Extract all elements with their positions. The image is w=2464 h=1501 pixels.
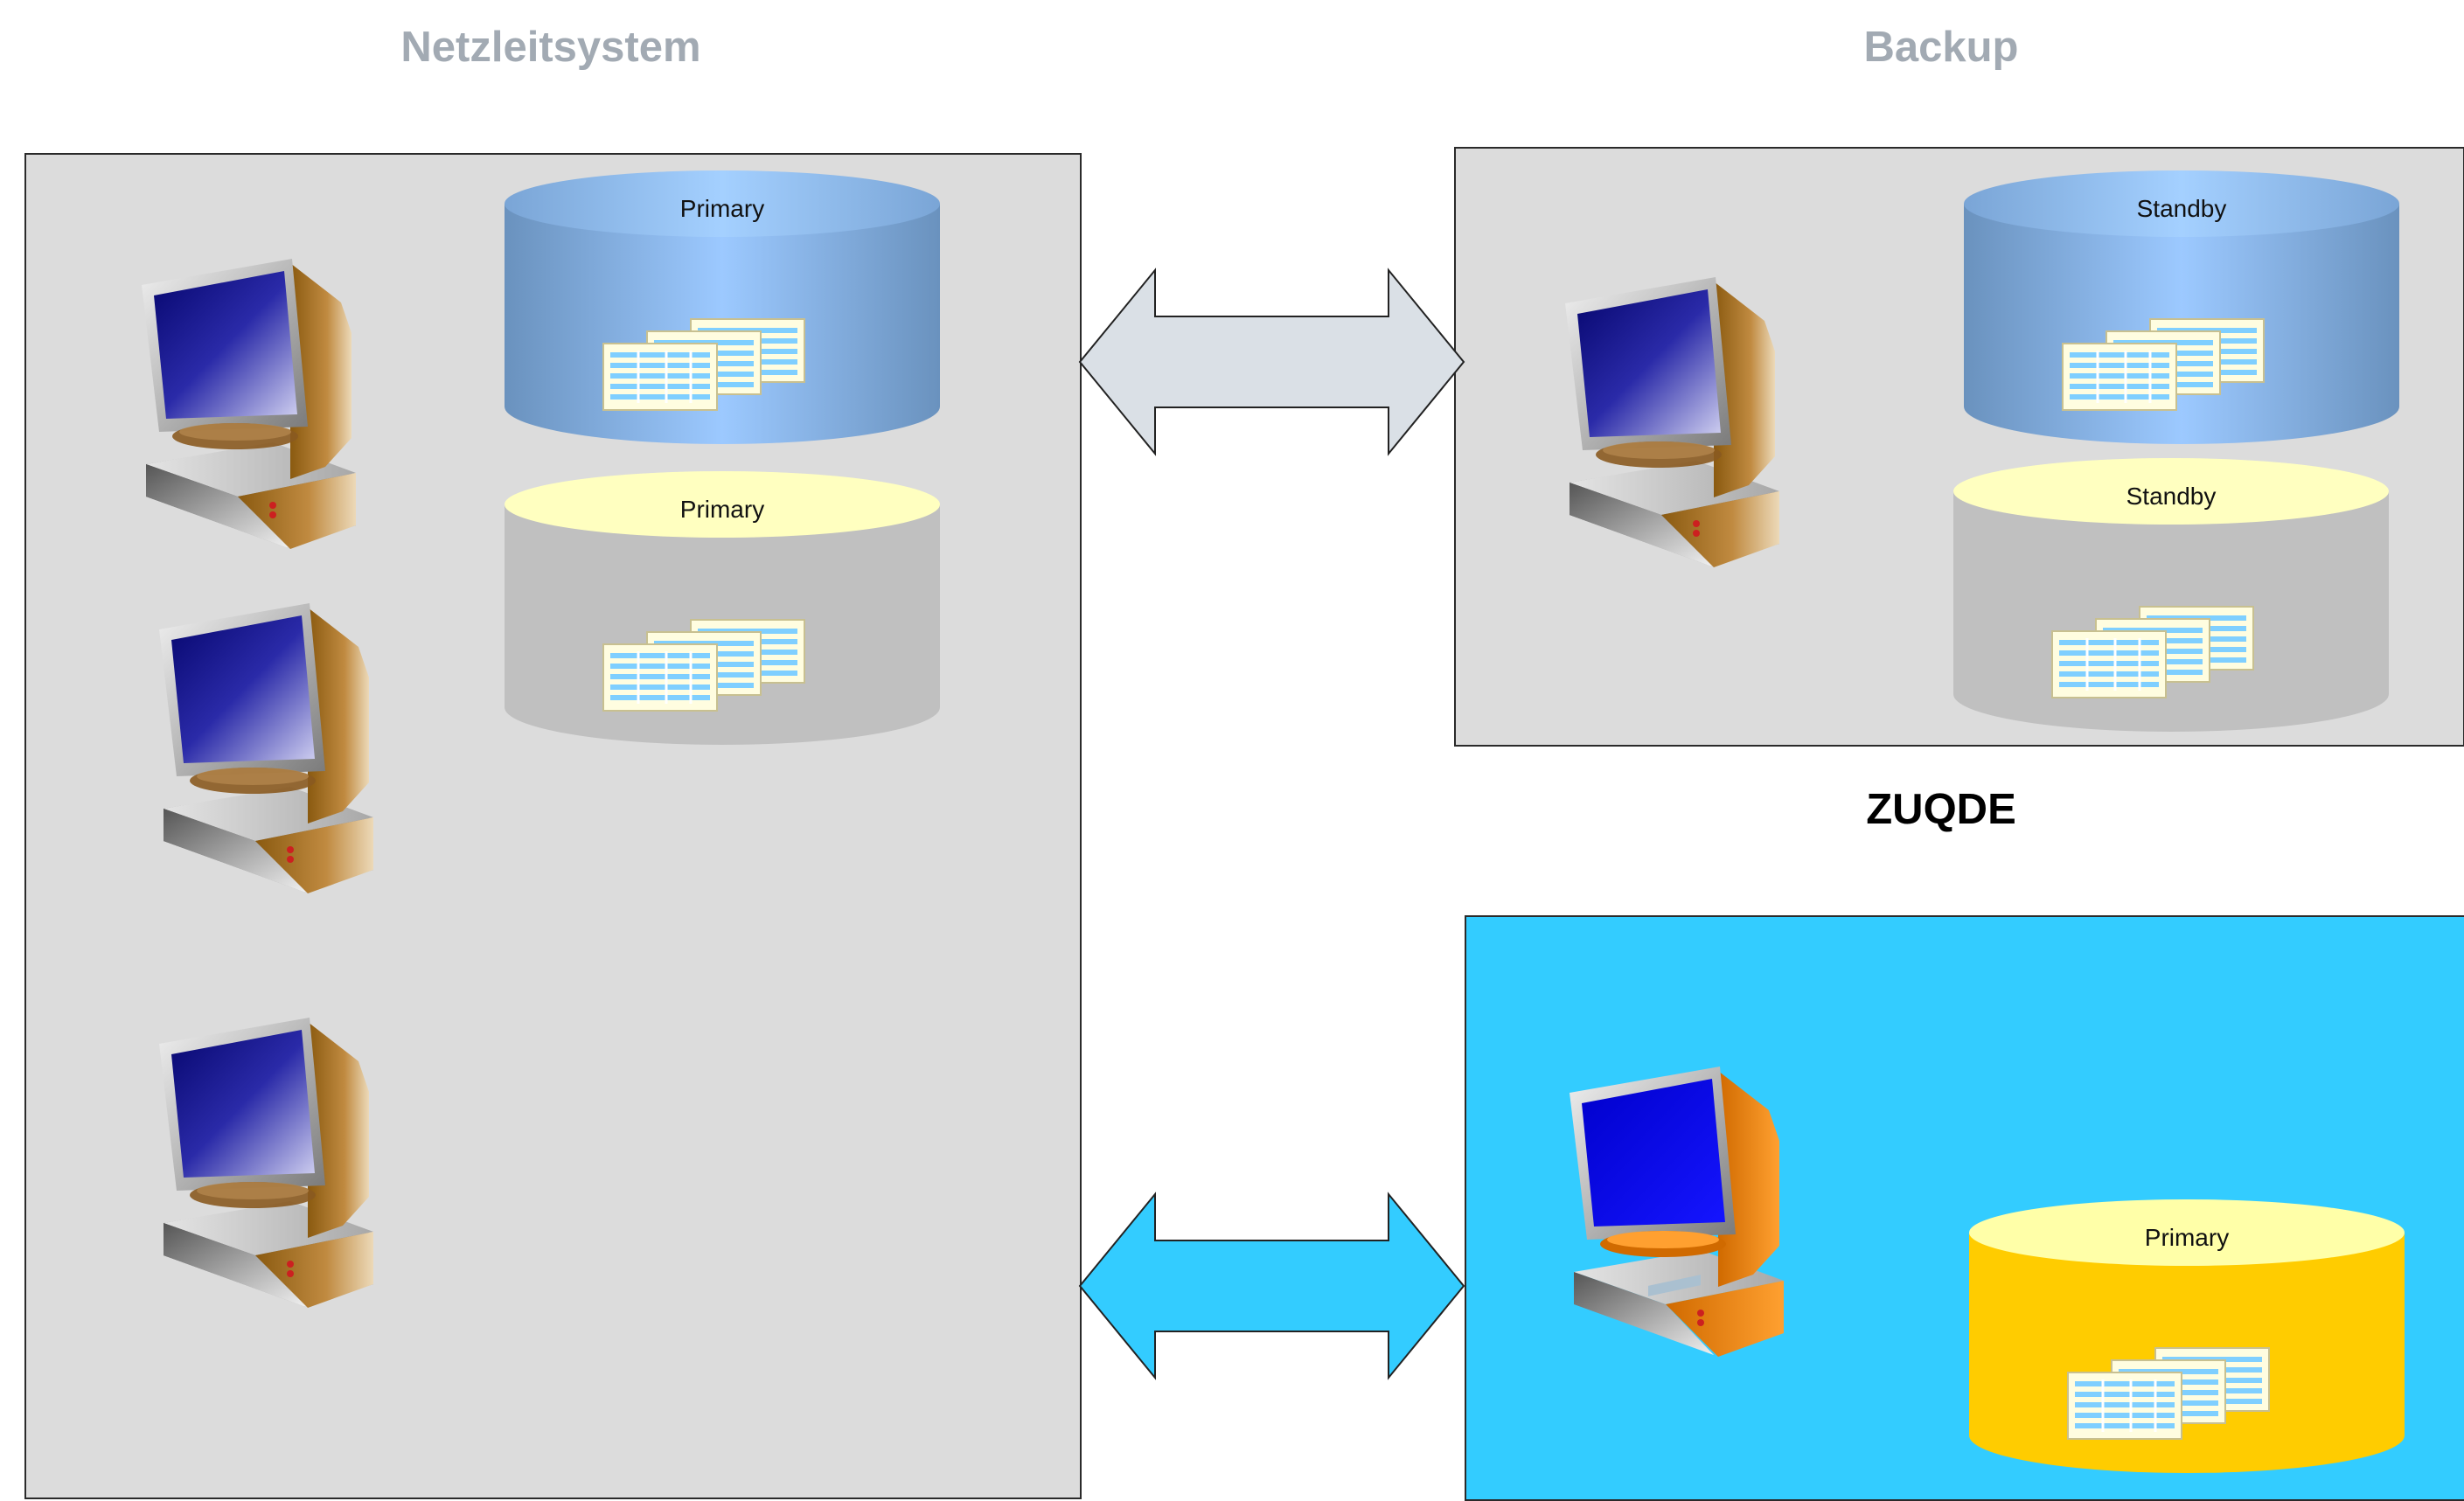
database-icon: Standby [1964, 170, 2399, 444]
db-label-netz-primary-2: Primary [680, 496, 764, 523]
database-icon: Primary [505, 170, 940, 444]
netzleitsystem-title: Netzleitsystem [400, 24, 701, 71]
database-icon: Standby [1953, 458, 2389, 732]
double-arrow-icon [1078, 268, 1465, 456]
computer-icon [1565, 277, 1779, 567]
computer-icon [142, 259, 356, 549]
db-label-netz-primary-1: Primary [680, 195, 764, 222]
backup-title: Backup [1863, 24, 2019, 71]
db-label-zuqde-primary: Primary [2145, 1224, 2229, 1251]
db-label-backup-standby-1: Standby [2137, 195, 2227, 222]
database-icon: Primary [505, 471, 940, 745]
double-arrow-icon [1078, 1192, 1465, 1380]
zuqde-title: ZUQDE [1866, 786, 2016, 833]
database-icon: Primary [1969, 1199, 2405, 1473]
db-label-backup-standby-2: Standby [2126, 483, 2217, 510]
computer-icon [1570, 1067, 1784, 1357]
computer-icon [159, 603, 373, 893]
computer-icon [159, 1018, 373, 1308]
